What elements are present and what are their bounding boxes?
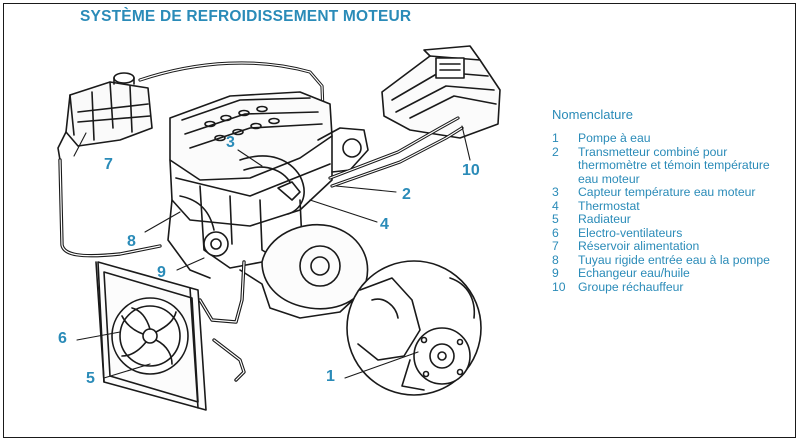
legend-item-number: 8 <box>552 252 559 267</box>
legend-item: 2 Transmetteur combiné pour thermomètre e… <box>552 144 792 187</box>
callout-4-thermostat: 4 <box>380 216 389 233</box>
nomenclature-heading: Nomenclature <box>552 107 633 122</box>
legend-item: 7 Réservoir alimentation <box>552 239 792 254</box>
heater-drawing <box>381 45 501 139</box>
legend-item: 10 Groupe réchauffeur <box>552 279 792 295</box>
callout-2-combined-transmitter: 2 <box>402 186 411 203</box>
legend-item-label: Tuyau rigide entrée eau à la pompe <box>578 252 770 267</box>
figure-title: SYSTÈME DE REFROIDISSEMENT MOTEUR <box>80 8 412 25</box>
callout-5-radiator: 5 <box>86 370 95 387</box>
legend-item: 5 Radiateur <box>552 212 792 227</box>
legend-item-number: 4 <box>552 198 559 213</box>
radiator-drawing <box>95 261 207 411</box>
engine-drawing <box>167 91 369 279</box>
callout-9-oil-exchanger: 9 <box>157 264 166 281</box>
legend-item: 3 Capteur température eau moteur <box>552 185 792 200</box>
nomenclature-list: 1 Pompe à eau 2 Transmetteur combiné pour … <box>552 131 792 295</box>
callout-8-rigid-pipe: 8 <box>127 233 136 250</box>
legend-item-number: 9 <box>552 266 559 280</box>
legend-item: 4 Thermostat <box>552 198 792 214</box>
legend-item: 1 Pompe à eau <box>552 131 792 146</box>
legend-item-label: Réservoir alimentation <box>578 239 700 253</box>
reservoir-drawing <box>57 72 153 161</box>
legend-item-label: Capteur température eau moteur <box>578 185 756 199</box>
figure-frame <box>3 3 796 438</box>
callout-7-reservoir: 7 <box>104 156 113 173</box>
legend-item-number: 1 <box>552 131 559 145</box>
callout-10-heater-group: 10 <box>462 162 480 179</box>
legend-item-label: Transmetteur combiné pour thermomètre et… <box>578 144 770 186</box>
legend-item-number: 3 <box>552 185 559 199</box>
legend-item-number: 10 <box>552 279 566 294</box>
legend-item-label: Groupe réchauffeur <box>578 279 684 294</box>
legend-item-label: Radiateur <box>578 212 631 226</box>
water-pump-inset <box>346 260 482 396</box>
legend-item-number: 7 <box>552 239 559 253</box>
nomenclature-legend: Nomenclature 1 Pompe à eau 2 Transmetteur … <box>552 107 792 294</box>
legend-item: 6 Electro-ventilateurs <box>552 225 792 241</box>
gearbox-drawing <box>239 224 369 319</box>
legend-item-label: Electro-ventilateurs <box>578 225 683 240</box>
legend-item-label: Echangeur eau/huile <box>578 266 690 280</box>
legend-item-number: 2 <box>552 144 559 159</box>
legend-item: 9 Echangeur eau/huile <box>552 266 792 281</box>
legend-item-number: 6 <box>552 225 559 240</box>
callout-3-temperature-sensor: 3 <box>226 134 235 151</box>
legend-item-label: Pompe à eau <box>578 131 651 145</box>
legend-item-label: Thermostat <box>578 198 640 213</box>
callout-6-electric-fans: 6 <box>58 330 67 347</box>
callout-1-water-pump: 1 <box>326 368 335 385</box>
legend-item: 8 Tuyau rigide entrée eau à la pompe <box>552 252 792 268</box>
legend-item-number: 5 <box>552 212 559 226</box>
